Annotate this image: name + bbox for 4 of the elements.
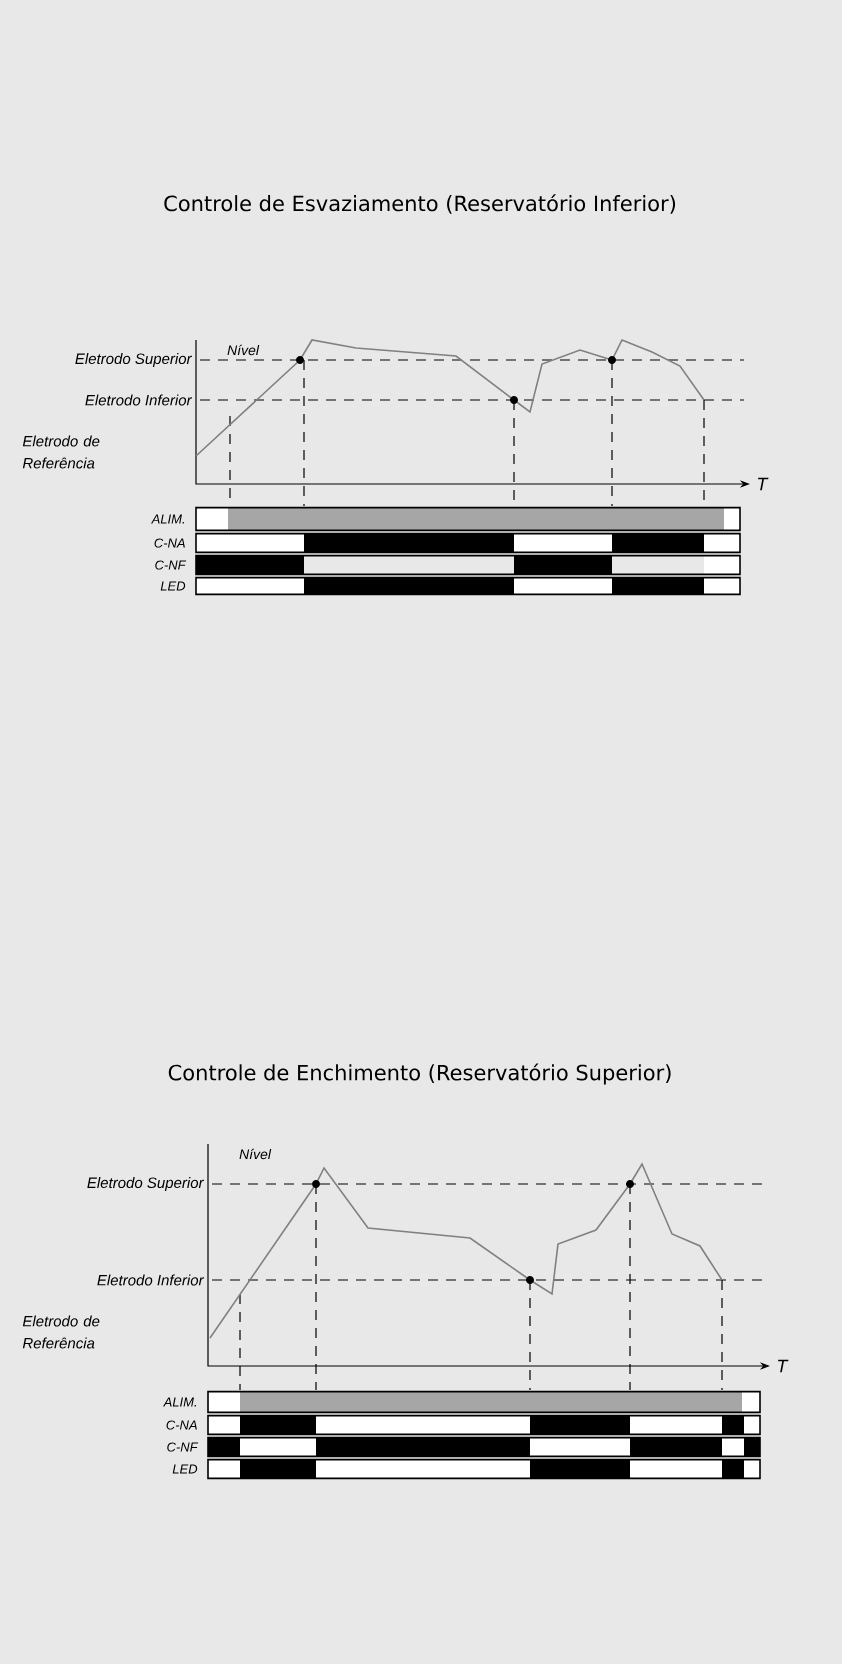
- axis-label: T: [758, 477, 769, 491]
- chart-title: Controle de Enchimento (Reservatório Superior): [168, 1063, 671, 1085]
- axis-label: T: [778, 1359, 789, 1373]
- chart-title: Controle de Esvaziamento (Reservatório Inferior): [164, 194, 676, 214]
